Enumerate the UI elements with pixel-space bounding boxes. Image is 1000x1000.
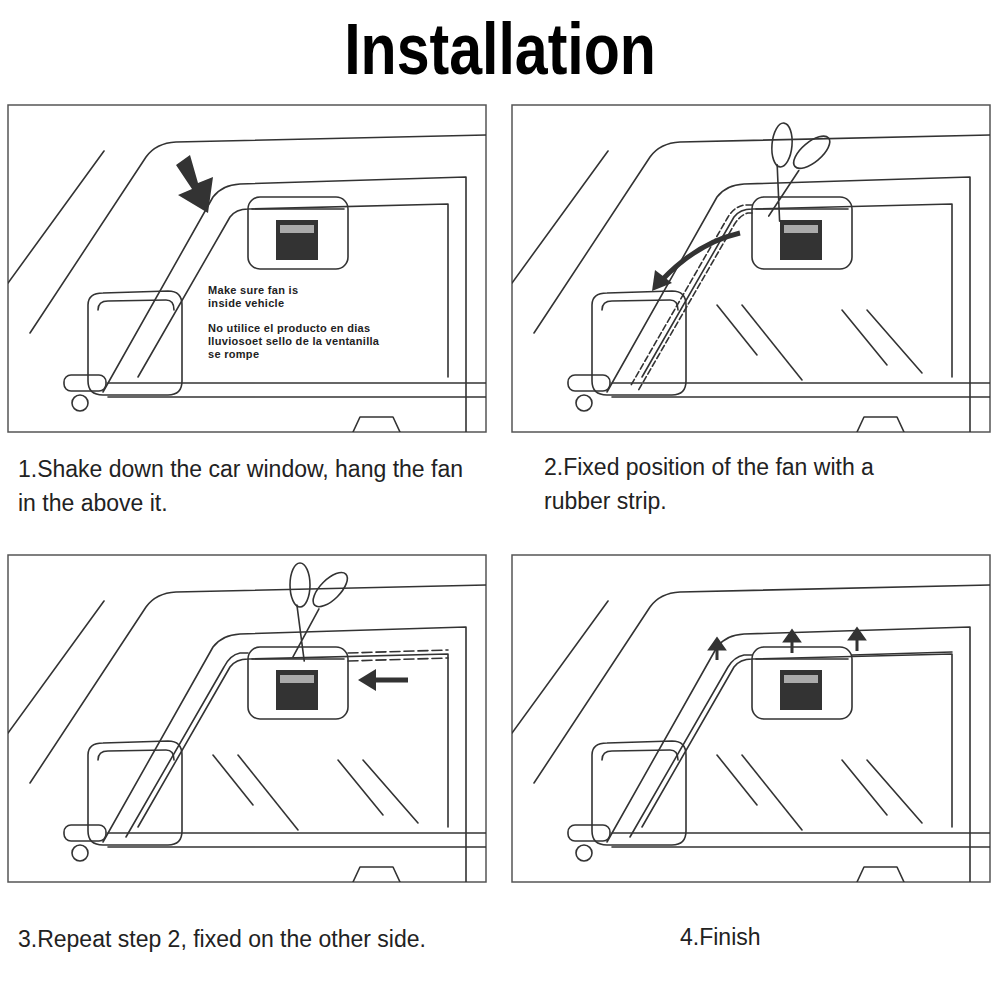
- insert-arrow: [176, 155, 213, 213]
- step-caption: 4.Finish: [680, 920, 980, 954]
- warning-note: No utilice el producto en dias lluviosoe…: [208, 322, 393, 361]
- step-caption: 1.Shake down the car window, hang the fa…: [18, 452, 480, 520]
- warning-note: Make sure fan is inside vehicle: [208, 284, 328, 310]
- page-title: Installation: [344, 8, 656, 90]
- step-panel: [8, 105, 486, 432]
- step-caption: 3.Repeat step 2, fixed on the other side…: [18, 922, 498, 956]
- step-panel: [512, 105, 990, 432]
- step-panel: [8, 551, 486, 882]
- step-panel: [512, 555, 990, 882]
- step-caption: 2.Fixed position of the fan with a rubbe…: [544, 450, 936, 518]
